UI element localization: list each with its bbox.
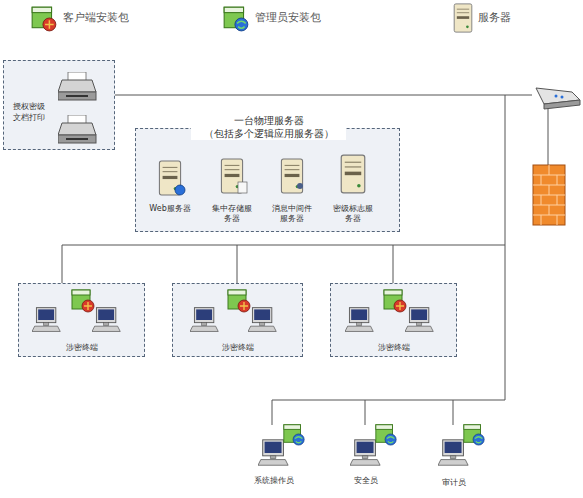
legend-entry: 管理员安装包: [255, 11, 321, 24]
server-name: 密级标志服务器: [330, 204, 376, 224]
role-name: 审计员: [429, 478, 479, 488]
group-label: 涉密终端: [57, 342, 107, 353]
legend-entry: 客户端安装包: [63, 11, 129, 24]
terminal-group-box: 涉密终端: [18, 283, 145, 357]
legend-icon: [454, 4, 472, 32]
legend-text: 管理员安装包: [255, 11, 321, 24]
computer-icon: [258, 440, 288, 465]
group-heading: 一台物理服务器 （包括多个逻辑应用服务器）: [191, 114, 346, 140]
legend-icon: [32, 7, 56, 31]
package-icon: [464, 425, 484, 445]
terminal-group-box: 涉密终端: [172, 283, 303, 357]
server-name: 消息中间件服务器: [269, 204, 315, 224]
group-label: 授权密级文档打印: [10, 101, 48, 123]
package-icon: [284, 425, 304, 445]
group-label: 涉密终端: [369, 342, 419, 353]
legend-entry: 服务器: [478, 11, 511, 24]
package-icon: [376, 425, 396, 445]
server-name: Web服务器: [147, 204, 193, 214]
computer-icon: [350, 440, 380, 465]
router-symbol: [536, 88, 580, 109]
computer-icon: [438, 440, 468, 465]
legend-text: 服务器: [478, 11, 511, 24]
group-label: 涉密终端: [213, 342, 263, 353]
role-name: 系统操作员: [244, 476, 304, 486]
server-name: 集中存储服务器: [209, 204, 255, 224]
network-wiring: [62, 95, 548, 425]
printer-group-box: 授权密级文档打印: [3, 60, 115, 150]
firewall-symbol: [533, 165, 565, 225]
role-name: 安全员: [341, 476, 391, 486]
terminal-group-box: 涉密终端: [330, 283, 457, 357]
legend-text: 客户端安装包: [63, 11, 129, 24]
legend-icon: [224, 7, 248, 31]
